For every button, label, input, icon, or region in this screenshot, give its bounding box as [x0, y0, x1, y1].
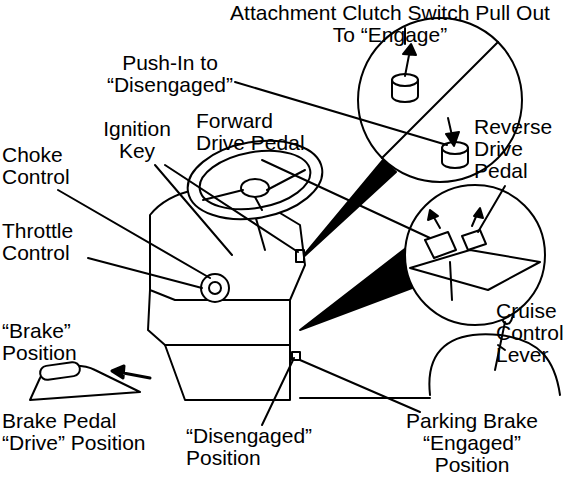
- floor-line: [300, 397, 430, 399]
- pull-arrow: [403, 44, 416, 76]
- leader-line: [300, 360, 420, 412]
- pedal-arrow: [428, 210, 440, 228]
- callout-label: Reverse Drive Pedal: [474, 116, 564, 182]
- forward-pedal: [425, 232, 456, 258]
- steering-spoke: [267, 170, 305, 190]
- pedal-arrow: [472, 208, 483, 226]
- callout-label: Push-In to “Disengaged”: [95, 52, 245, 96]
- steering-spoke: [255, 197, 262, 210]
- leader-line: [478, 186, 505, 232]
- push-arrow: [446, 118, 459, 146]
- choke-knob: [209, 282, 221, 294]
- body-lower: [165, 345, 290, 400]
- leader-line: [165, 165, 298, 252]
- callout-label: Throttle Control: [2, 220, 90, 264]
- leader-line: [155, 165, 232, 255]
- leader-line: [58, 190, 210, 278]
- callout-label: Forward Drive Pedal: [196, 110, 314, 154]
- callout-label: Brake Pedal “Drive” Position: [2, 410, 174, 454]
- callout-label: Parking Brake “Engaged” Position: [392, 410, 552, 476]
- callout-label: “Disengaged” Position: [186, 425, 331, 469]
- pedal-shaft: [450, 262, 452, 300]
- leader-line: [262, 160, 430, 238]
- throttle-knob: [201, 274, 229, 302]
- callout-label: Attachment Clutch Switch Pull Out To “En…: [230, 2, 550, 46]
- steering-hub: [241, 179, 269, 197]
- brake-arrow: [112, 366, 150, 378]
- black-wedge: [300, 248, 412, 330]
- callout-label: Cruise Control Lever: [496, 300, 580, 366]
- steering-spoke: [203, 190, 243, 200]
- reverse-pedal: [462, 230, 486, 250]
- pedal-plate: [410, 250, 540, 290]
- steering-column: [255, 215, 265, 250]
- callout-label: Choke Control: [2, 144, 82, 188]
- leader-line: [262, 358, 294, 425]
- callout-label: “Brake” Position: [2, 320, 102, 364]
- brake-lever-grip: [39, 361, 81, 380]
- callout-label: Ignition Key: [92, 118, 182, 162]
- leader-line: [88, 258, 202, 288]
